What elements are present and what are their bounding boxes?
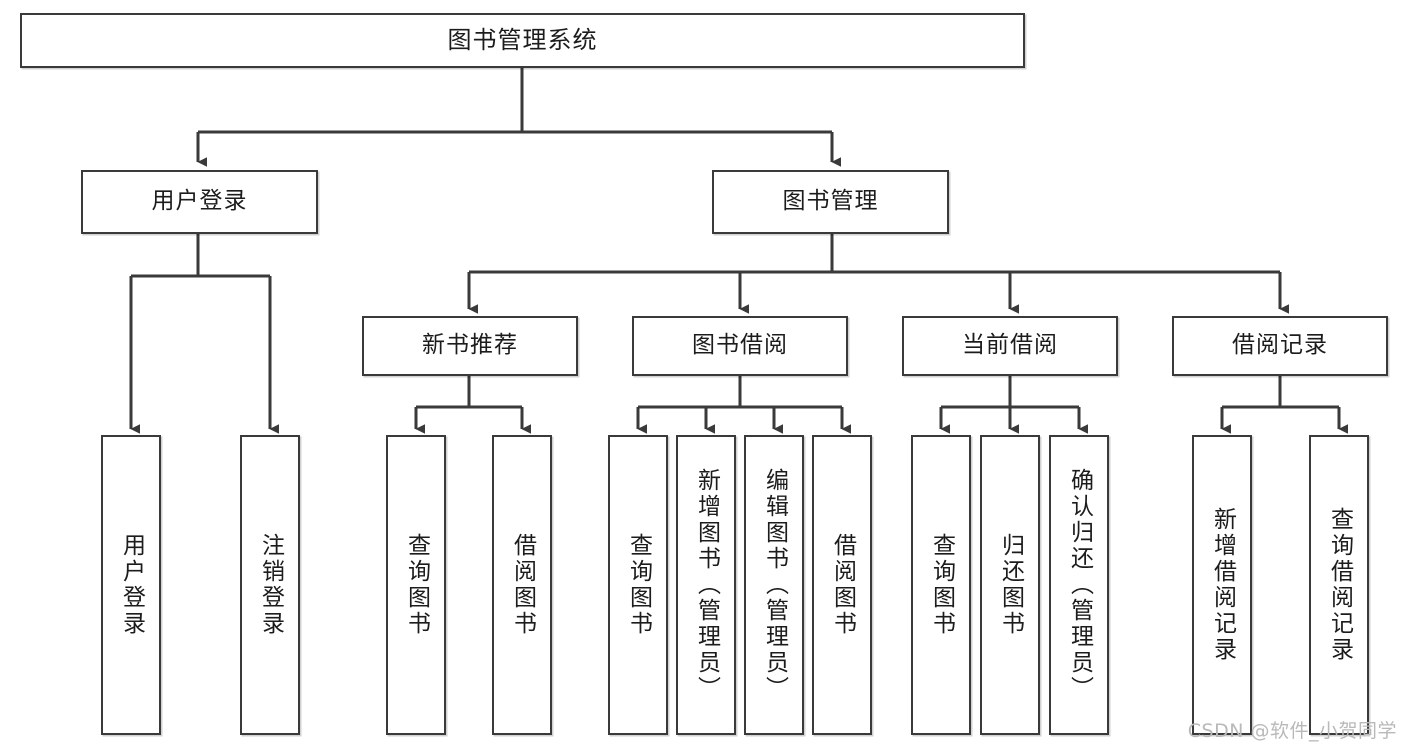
leaf-query-book-1[interactable]: 查询图书 (386, 435, 446, 735)
node-label: 编辑图书（管理员） (761, 468, 788, 702)
leaf-query-book-2[interactable]: 查询图书 (608, 435, 668, 735)
node-label: 新增图书（管理员） (693, 468, 720, 702)
leaf-user-login[interactable]: 用户登录 (101, 435, 161, 735)
leaf-query-book-3[interactable]: 查询图书 (911, 435, 971, 735)
node-label: 新书推荐 (422, 332, 518, 359)
node-label: 查询借阅记录 (1326, 507, 1353, 663)
node-book-manage[interactable]: 图书管理 (712, 170, 949, 234)
node-user-login[interactable]: 用户登录 (81, 170, 318, 234)
node-label: 借阅图书 (509, 533, 536, 637)
node-root-system[interactable]: 图书管理系统 (20, 13, 1025, 68)
node-label: 查询图书 (625, 533, 652, 637)
node-label: 借阅记录 (1232, 332, 1328, 359)
node-new-book-recommend[interactable]: 新书推荐 (362, 316, 578, 376)
node-label: 用户登录 (118, 533, 145, 637)
node-label: 归还图书 (997, 533, 1024, 637)
node-label: 查询图书 (403, 533, 430, 637)
leaf-add-book[interactable]: 新增图书（管理员） (676, 435, 736, 735)
leaf-confirm-return[interactable]: 确认归还（管理员） (1049, 435, 1109, 735)
leaf-return-book[interactable]: 归还图书 (980, 435, 1040, 735)
leaf-add-record[interactable]: 新增借阅记录 (1192, 435, 1252, 735)
leaf-borrow-book-1[interactable]: 借阅图书 (492, 435, 552, 735)
leaf-user-logout[interactable]: 注销登录 (240, 435, 300, 735)
leaf-borrow-book-2[interactable]: 借阅图书 (812, 435, 872, 735)
leaf-query-record[interactable]: 查询借阅记录 (1309, 435, 1369, 735)
node-label: 借阅图书 (829, 533, 856, 637)
leaf-edit-book[interactable]: 编辑图书（管理员） (744, 435, 804, 735)
node-label: 图书管理 (782, 188, 879, 215)
node-label: 查询图书 (928, 533, 955, 637)
node-label: 用户登录 (151, 188, 248, 215)
node-label: 新增借阅记录 (1209, 507, 1236, 663)
node-current-borrow[interactable]: 当前借阅 (902, 316, 1118, 376)
node-label: 当前借阅 (962, 332, 1058, 359)
node-book-borrow[interactable]: 图书借阅 (632, 316, 848, 376)
watermark: CSDN @软件_小贺同学 (1187, 720, 1397, 742)
node-label: 图书借阅 (692, 332, 788, 359)
node-borrow-record[interactable]: 借阅记录 (1172, 316, 1388, 376)
node-label: 注销登录 (257, 533, 284, 637)
node-label: 确认归还（管理员） (1066, 468, 1093, 702)
node-label: 图书管理系统 (447, 26, 598, 55)
